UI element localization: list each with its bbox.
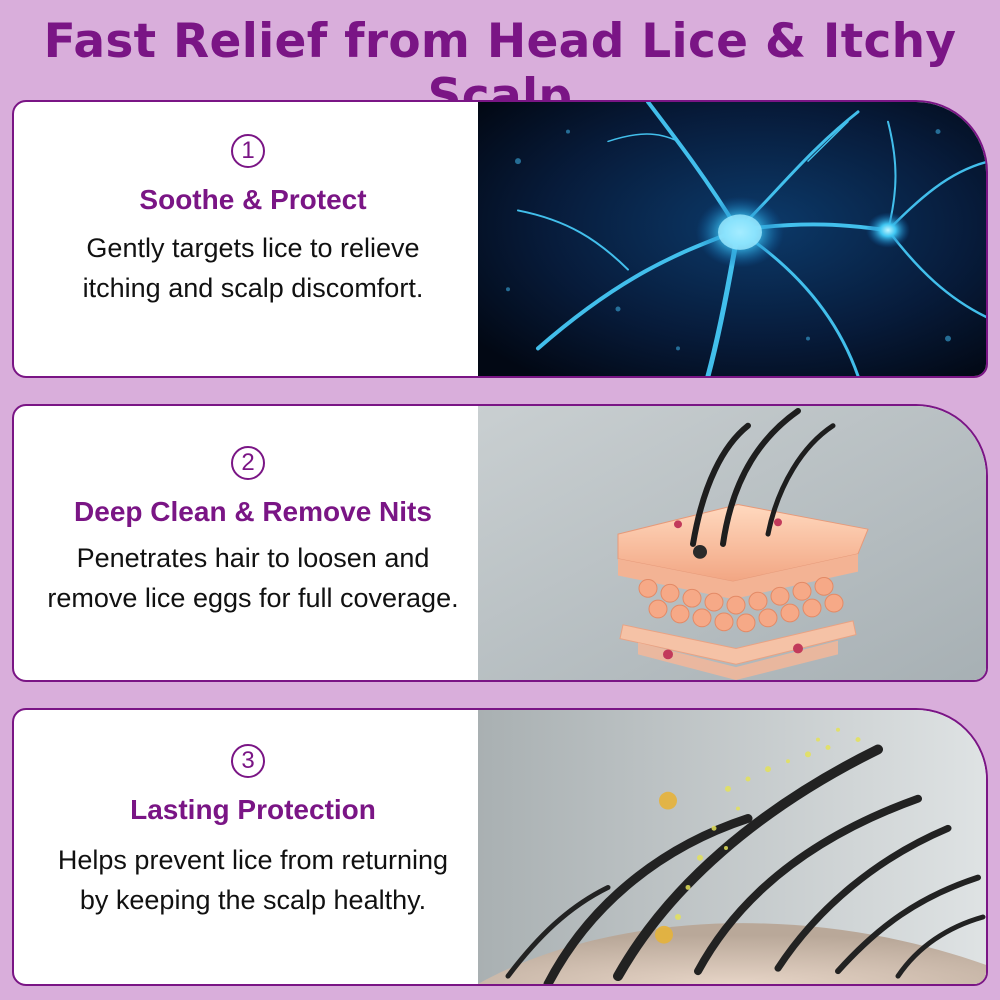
benefit-card-2: 2 Deep Clean & Remove Nits Penetrates ha… [12,404,988,682]
benefit-description: Helps prevent lice from returning by kee… [14,840,492,920]
benefit-text-1: 1 Soothe & Protect Gently targets lice t… [14,102,492,376]
benefit-heading: Deep Clean & Remove Nits [74,496,432,527]
hair-strands-image [478,710,986,984]
step-number-badge: 1 [231,134,265,168]
benefit-text-2: 2 Deep Clean & Remove Nits Penetrates ha… [14,406,492,680]
step-number-badge: 3 [231,744,265,778]
benefit-text-3: 3 Lasting Protection Helps prevent lice … [14,710,492,984]
neuron-network-image [478,102,986,376]
benefit-description: Gently targets lice to relieve itching a… [14,228,492,308]
page-title: Fast Relief from Head Lice & Itchy Scalp [43,14,957,124]
benefit-heading: Lasting Protection [130,794,376,825]
description-line: by keeping the scalp healthy. [79,885,427,915]
description-line: remove lice eggs for full coverage. [47,583,459,613]
benefit-card-3: 3 Lasting Protection Helps prevent lice … [12,708,988,986]
description-line: Gently targets lice to relieve [86,233,420,263]
step-number-badge: 2 [231,446,265,480]
skin-layers-image [478,406,986,680]
description-line: Penetrates hair to loosen and [76,543,430,573]
benefit-description: Penetrates hair to loosen and remove lic… [14,538,492,618]
benefit-heading: Soothe & Protect [139,184,367,215]
benefit-card-1: 1 Soothe & Protect Gently targets lice t… [12,100,988,378]
description-line: itching and scalp discomfort. [82,273,424,303]
description-line: Helps prevent lice from returning [57,845,449,875]
